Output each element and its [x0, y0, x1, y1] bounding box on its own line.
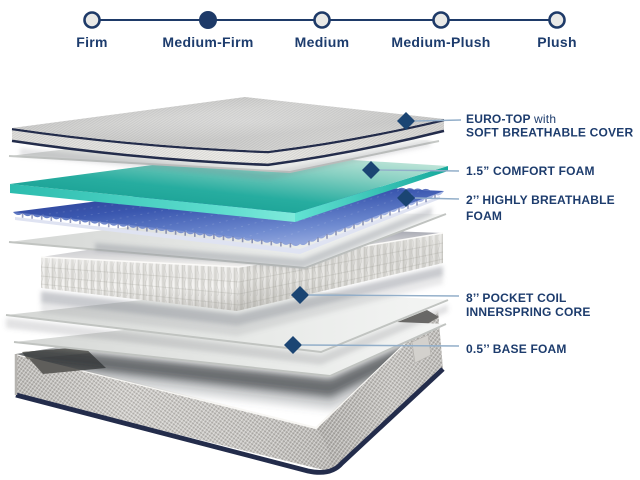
- svg-text:SOFT BREATHABLE COVER: SOFT BREATHABLE COVER: [466, 126, 633, 140]
- svg-text:1.5” COMFORT FOAM: 1.5” COMFORT FOAM: [466, 164, 595, 178]
- svg-text:Firm: Firm: [76, 34, 108, 50]
- svg-text:8’’ POCKET COIL: 8’’ POCKET COIL: [466, 291, 567, 305]
- svg-text:0.5’’ BASE FOAM: 0.5’’ BASE FOAM: [466, 342, 567, 356]
- svg-text:Medium-Firm: Medium-Firm: [162, 34, 253, 50]
- svg-text:INNERSPRING CORE: INNERSPRING CORE: [466, 305, 591, 319]
- svg-text:Medium: Medium: [295, 34, 350, 50]
- svg-text:FOAM: FOAM: [466, 209, 502, 223]
- svg-text:Plush: Plush: [537, 34, 577, 50]
- svg-text:EURO-TOP with: EURO-TOP with: [466, 112, 556, 126]
- svg-text:Medium-Plush: Medium-Plush: [391, 34, 490, 50]
- svg-text:2’’ HIGHLY BREATHABLE: 2’’ HIGHLY BREATHABLE: [466, 193, 615, 207]
